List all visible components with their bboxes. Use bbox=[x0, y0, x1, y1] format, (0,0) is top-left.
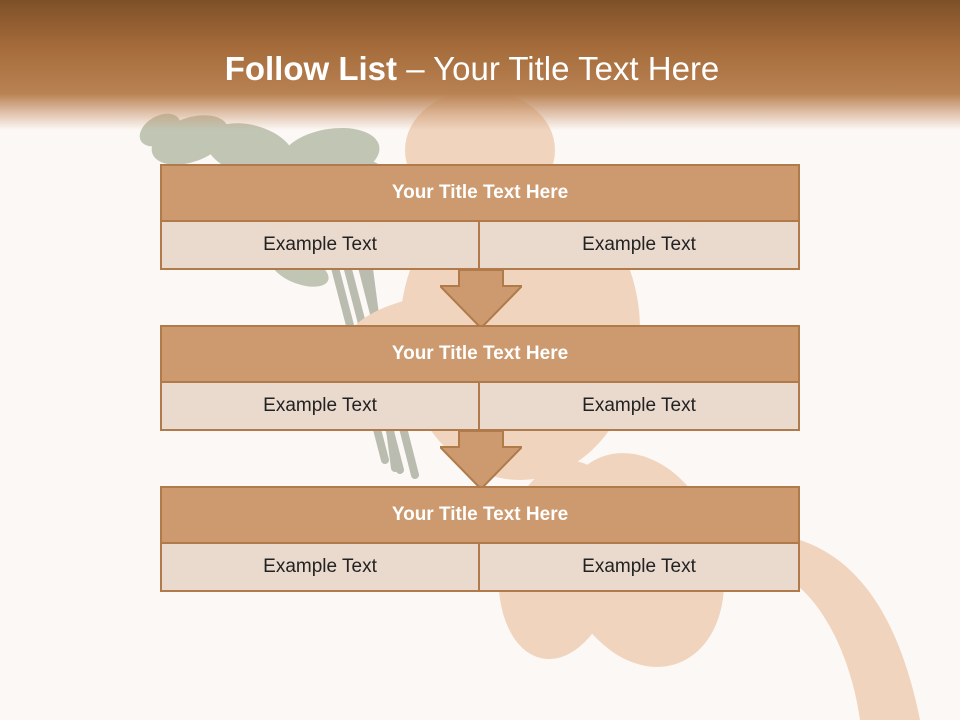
down-arrow-icon bbox=[440, 431, 522, 489]
kitten-tail bbox=[790, 540, 920, 720]
down-arrow-icon bbox=[440, 270, 522, 328]
block-cell-right: Example Text bbox=[478, 381, 800, 431]
block-cell-right: Example Text bbox=[478, 220, 800, 270]
list-block-2: Your Title Text Here Example Text Exampl… bbox=[160, 325, 800, 431]
slide-title-rest: – Your Title Text Here bbox=[397, 50, 720, 87]
block-title: Your Title Text Here bbox=[160, 486, 800, 544]
block-cell-left: Example Text bbox=[160, 542, 480, 592]
block-row: Example Text Example Text bbox=[160, 220, 800, 270]
slide-title: Follow List – Your Title Text Here bbox=[0, 50, 944, 88]
block-cell-left: Example Text bbox=[160, 381, 480, 431]
block-row: Example Text Example Text bbox=[160, 542, 800, 592]
block-row: Example Text Example Text bbox=[160, 381, 800, 431]
header-band bbox=[0, 0, 960, 130]
slide-title-bold: Follow List bbox=[224, 50, 398, 87]
block-cell-left: Example Text bbox=[160, 220, 480, 270]
block-title: Your Title Text Here bbox=[160, 325, 800, 383]
block-title: Your Title Text Here bbox=[160, 164, 800, 222]
block-cell-right: Example Text bbox=[478, 542, 800, 592]
list-block-3: Your Title Text Here Example Text Exampl… bbox=[160, 486, 800, 592]
list-block-1: Your Title Text Here Example Text Exampl… bbox=[160, 164, 800, 270]
